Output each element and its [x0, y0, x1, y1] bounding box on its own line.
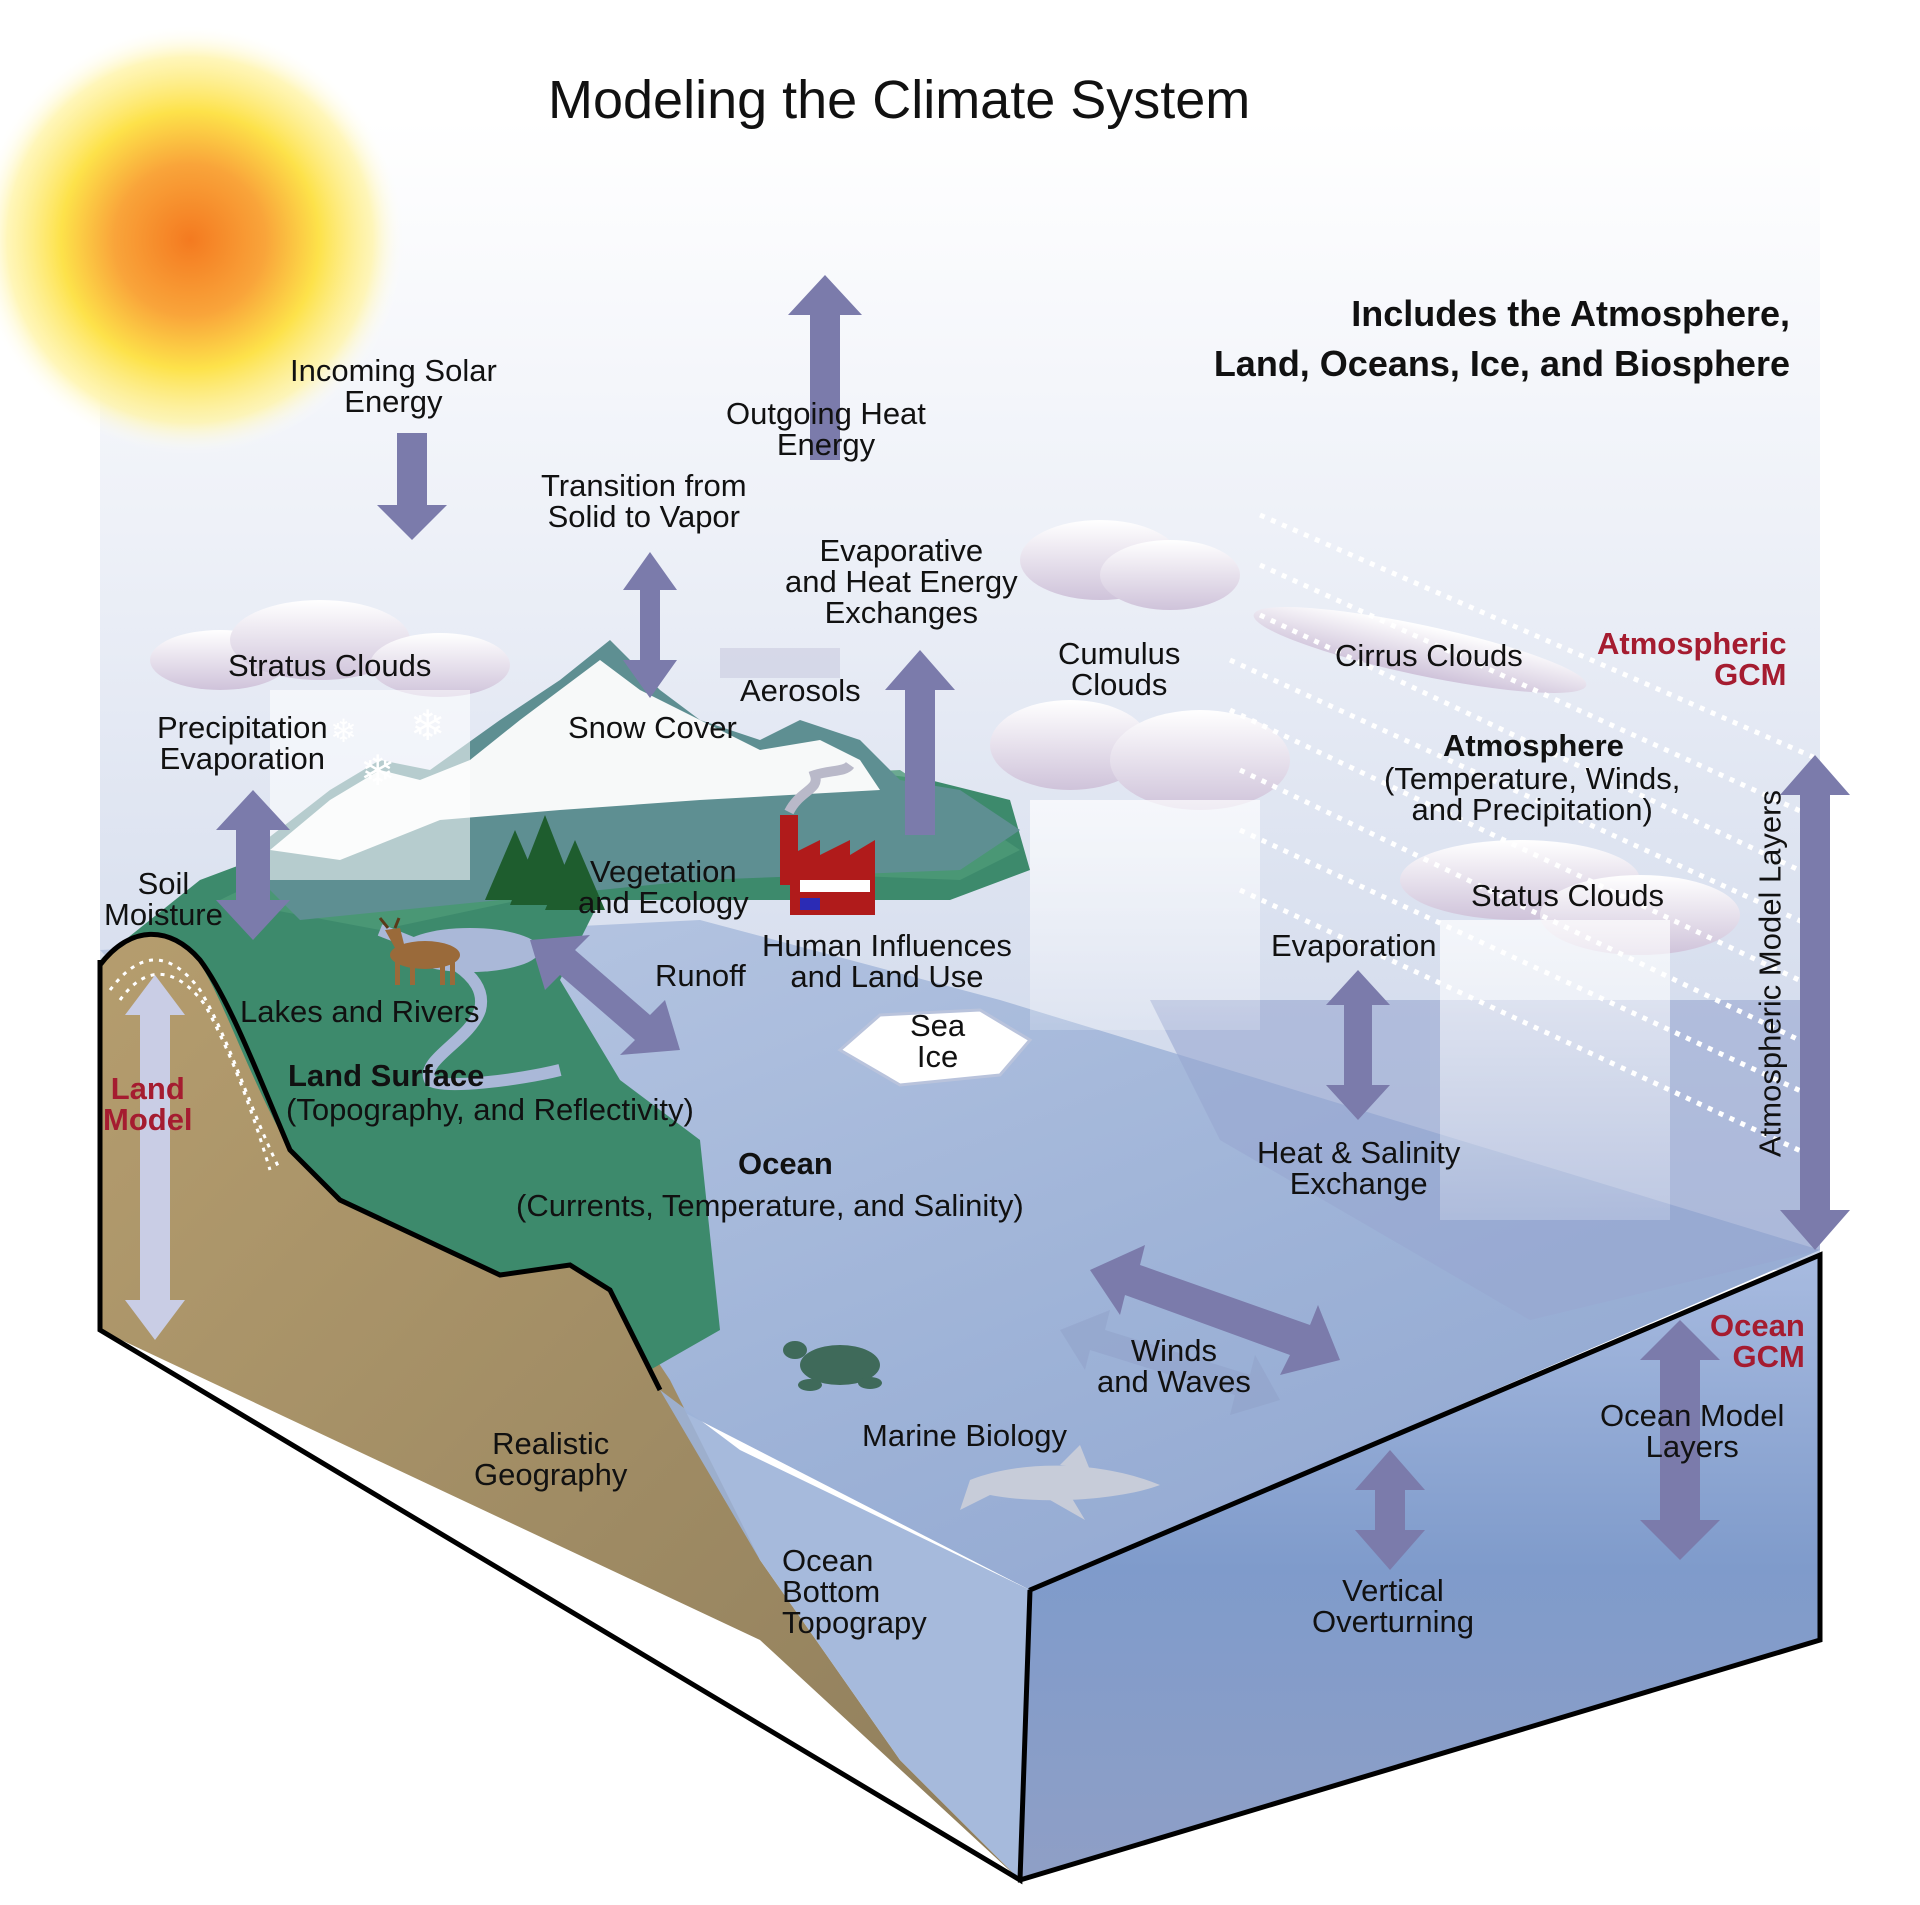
page-title: Modeling the Climate System	[548, 70, 1251, 130]
tree-icon	[485, 815, 605, 910]
label-evaporation: Evaporation	[1271, 928, 1437, 963]
arrow-icon	[216, 790, 290, 940]
arrow-icon	[125, 975, 185, 1340]
turtle-icon	[783, 1341, 882, 1391]
label-marine-biology: Marine Biology	[862, 1418, 1068, 1453]
label-cumulus-clouds: Cumulus Clouds	[1058, 636, 1181, 702]
label-land-surface-title: Land Surface	[288, 1058, 485, 1093]
arrow-icon	[623, 552, 677, 698]
label-evaporative: Evaporative and Heat Energy Exchanges	[785, 533, 1018, 630]
label-outgoing-heat: Outgoing Heat Energy	[726, 396, 926, 462]
label-stratus-clouds: Stratus Clouds	[228, 648, 432, 683]
label-ocean-gcm: Ocean GCM	[1710, 1308, 1805, 1374]
atmospheric-layer-lines	[1228, 512, 1822, 1163]
label-status-clouds: Status Clouds	[1471, 878, 1664, 913]
label-ocean-bottom: Ocean Bottom Topograpy	[782, 1543, 927, 1640]
label-ocean-title: Ocean	[738, 1146, 833, 1181]
cloud-icon	[1400, 840, 1740, 1220]
cloud-icon	[990, 520, 1290, 1030]
label-aerosols: Aerosols	[740, 673, 861, 708]
label-atm-model-layers: Atmospheric Model Layers	[1752, 790, 1788, 1157]
label-ocean-model-layers: Ocean Model Layers	[1600, 1398, 1785, 1464]
arrow-icon	[788, 275, 862, 460]
arrow-icon	[377, 433, 447, 540]
snowflake-icon: ❄	[410, 701, 445, 750]
snowflake-icon: ❄	[330, 712, 357, 750]
label-cirrus-clouds: Cirrus Clouds	[1335, 638, 1523, 673]
arrow-icon	[885, 650, 955, 835]
label-atmosphere-desc: (Temperature, Winds, and Precipitation)	[1384, 761, 1681, 827]
factory-icon	[780, 761, 875, 915]
snowflake-icon: ❄	[360, 746, 395, 795]
sea-ice	[837, 1008, 1033, 1087]
label-incoming-solar: Incoming Solar Energy	[290, 353, 497, 419]
soil-moisture-lines	[108, 958, 282, 1171]
label-land-surface-desc: (Topography, and Reflectivity)	[286, 1092, 694, 1127]
label-transition: Transition from Solid to Vapor	[541, 468, 747, 534]
cloud-icon	[150, 600, 510, 880]
label-soil-moisture: Soil Moisture	[104, 866, 223, 932]
label-lakes-rivers: Lakes and Rivers	[240, 994, 480, 1029]
label-snow-cover: Snow Cover	[568, 710, 737, 745]
arrow-icon	[1355, 1450, 1425, 1570]
arrow-icon	[1780, 755, 1850, 1250]
deer-icon	[378, 917, 460, 985]
label-precip-evap: Precipitation Evaporation	[157, 710, 328, 776]
arrow-icon	[1090, 1245, 1340, 1375]
label-winds-waves: Winds and Waves	[1097, 1333, 1251, 1399]
label-atmospheric-gcm: Atmospheric GCM	[1597, 626, 1787, 692]
label-ocean-desc: (Currents, Temperature, and Salinity)	[516, 1188, 1024, 1223]
arrow-icon	[1060, 1310, 1280, 1415]
shark-icon	[960, 1445, 1160, 1520]
aerosol-cloud	[720, 648, 840, 678]
soil-cross-section	[100, 930, 1020, 1880]
box-right-edge	[1019, 1251, 1823, 1883]
sun-icon	[0, 25, 405, 455]
label-atmosphere-title: Atmosphere	[1443, 728, 1624, 763]
label-heat-salinity: Heat & Salinity Exchange	[1257, 1135, 1461, 1201]
subtitle-line-2: Land, Oceans, Ice, and Biosphere	[1213, 343, 1790, 384]
land-outline	[98, 931, 663, 1392]
arrow-icon	[1326, 970, 1390, 1120]
label-vertical-overturning: Vertical Overturning	[1312, 1573, 1474, 1639]
label-land-model: Land Model	[103, 1071, 193, 1137]
arrow-icon	[530, 935, 680, 1055]
box-left-edge	[97, 960, 1033, 1885]
label-sea-ice: Sea Ice	[910, 1008, 966, 1074]
subtitle-line-1: Includes the Atmosphere,	[1351, 293, 1790, 334]
ocean-cross-section	[660, 1390, 1030, 1880]
label-realistic-geography: Realistic Geography	[474, 1426, 628, 1492]
label-runoff: Runoff	[655, 958, 746, 993]
cloud-icon	[1253, 607, 1587, 693]
label-human-influences: Human Influences and Land Use	[762, 928, 1012, 994]
label-vegetation: Vegetation and Ecology	[578, 854, 749, 920]
arrow-icon	[1640, 1320, 1720, 1560]
